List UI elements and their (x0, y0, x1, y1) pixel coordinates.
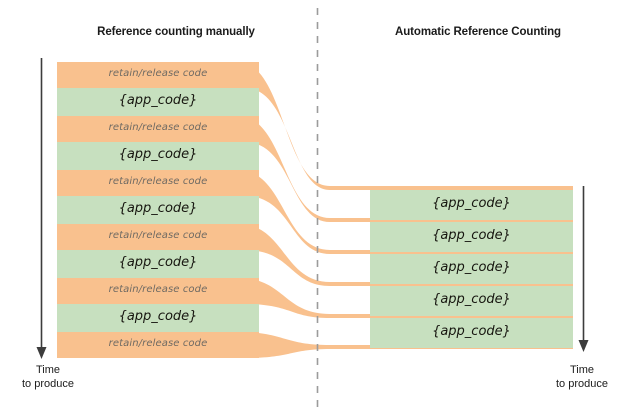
left-column-title: Reference counting manually (97, 26, 255, 38)
right-app-block-2 (370, 222, 573, 252)
right-time-axis-caption-line1: Time (569, 364, 595, 376)
left-retain-band-3 (57, 170, 259, 196)
left-time-axis-caption-line1: Time (35, 364, 61, 376)
right-time-axis-caption: Time to produce (540, 364, 624, 391)
right-app-block-5 (370, 318, 573, 348)
left-app-block-1 (57, 88, 259, 116)
right-app-block-1 (370, 190, 573, 220)
right-column-title: Automatic Reference Counting (395, 26, 561, 38)
left-retain-band-4 (57, 224, 259, 250)
left-retain-band-5 (57, 278, 259, 304)
left-retain-band-group (57, 62, 259, 358)
left-retain-band-2 (57, 116, 259, 142)
left-app-block-group (57, 88, 259, 332)
right-app-block-group (370, 190, 573, 348)
left-app-block-4 (57, 250, 259, 278)
right-time-axis-caption-line2: to produce (556, 377, 608, 390)
right-app-block-4 (370, 286, 573, 316)
left-time-axis-arrow (36, 58, 47, 359)
right-app-block-3 (370, 254, 573, 284)
left-app-block-5 (57, 304, 259, 332)
left-time-axis-caption: Time to produce (6, 364, 90, 391)
left-retain-band-6 (57, 332, 259, 358)
right-time-axis-arrow (578, 186, 589, 352)
left-app-block-3 (57, 196, 259, 224)
left-retain-band-1 (57, 62, 259, 88)
left-time-axis-caption-line2: to produce (22, 377, 74, 390)
left-app-block-2 (57, 142, 259, 170)
